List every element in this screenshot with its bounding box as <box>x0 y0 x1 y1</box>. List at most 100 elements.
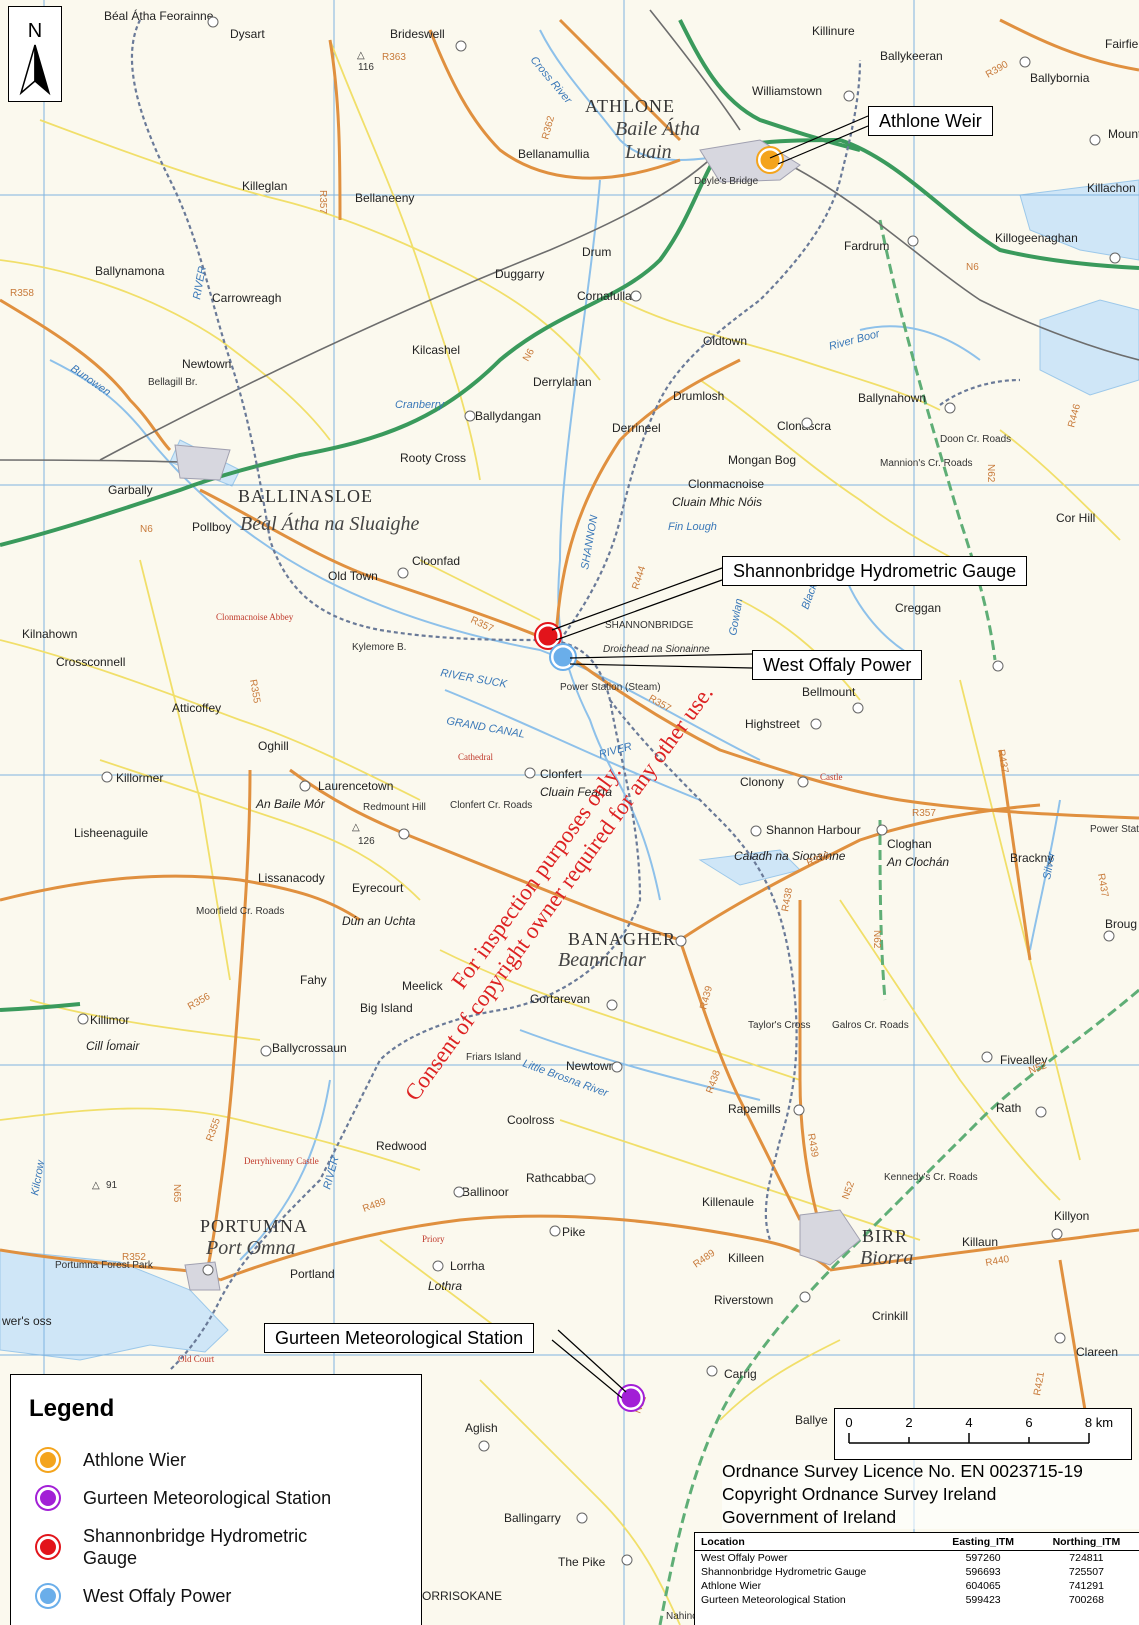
legend-item-shannonbridge: Shannonbridge Hydrometric Gauge <box>37 1525 343 1569</box>
callout-athlone-weir-label: Athlone Weir <box>879 111 982 131</box>
shannonbridge-gauge-marker[interactable] <box>535 623 561 649</box>
table-cell-northing: 700268 <box>1068 1594 1104 1606</box>
table-row: Gurteen Meteorological Station 599423 70… <box>695 1593 1139 1607</box>
place-power-station: Power Station (Steam) <box>560 682 661 693</box>
table-cell-easting: 597260 <box>965 1552 1001 1564</box>
place-derrineel: Derrineel <box>612 421 661 435</box>
national-roads <box>0 19 1139 1012</box>
place-shannonbridge: SHANNONBRIDGE <box>605 620 694 631</box>
place-moorfield: Moorfield Cr. Roads <box>196 906 284 917</box>
place-brackny: Brackny <box>1010 851 1053 865</box>
table-cell-easting: 604065 <box>965 1580 1001 1592</box>
place-friars-island: Friars Island <box>466 1052 521 1063</box>
place-portumna: PORTUMNA <box>200 1216 308 1236</box>
callout-leaders <box>551 115 869 1399</box>
callout-shannonbridge-gauge: Shannonbridge Hydrometric Gauge <box>722 556 1028 586</box>
place-duggarry: Duggarry <box>495 267 544 281</box>
place-lissanacody: Lissanacody <box>258 871 325 885</box>
legend-title: Legend <box>29 1395 115 1422</box>
spot-height-91-label: 91 <box>106 1180 118 1191</box>
table-header-easting: Easting_ITM <box>933 1533 1033 1551</box>
place-birr: BIRR <box>862 1226 908 1246</box>
settlement-markers <box>77 16 1121 1566</box>
spot-height-116-label: 116 <box>358 62 374 73</box>
place-garbally: Garbally <box>108 483 153 497</box>
place-athlone: ATHLONE <box>585 96 675 116</box>
road-label-n62: N62 <box>985 464 996 483</box>
place-kilcashel: Kilcashel <box>412 343 460 357</box>
place-clonmacnoise-abbey: Clonmacnoise Abbey <box>216 612 294 622</box>
place-drum: Drum <box>582 245 611 259</box>
place-beannchar: Beannchar <box>558 949 646 971</box>
place-riverstown: Riverstown <box>714 1293 773 1307</box>
place-newtown-s: Newtown <box>566 1059 615 1073</box>
place-cathedral: Cathedral <box>458 752 493 762</box>
road-label-n6-w: N6 <box>140 524 153 535</box>
legend-swatch-shannonbridge <box>37 1536 59 1558</box>
place-brideswell: Brideswell <box>390 27 445 41</box>
place-lorrha: Lorrha <box>450 1259 485 1273</box>
place-killaun: Killaun <box>962 1235 998 1249</box>
road-label-r437: R437 <box>995 749 1010 775</box>
place-oldtown: Oldtown <box>703 334 747 348</box>
athlone-weir-marker[interactable] <box>757 147 783 173</box>
place-ballydangan: Ballydangan <box>475 409 541 423</box>
place-creggan: Creggan <box>895 601 941 615</box>
road-label-r355: R355 <box>247 679 262 705</box>
table-cell-easting: 599423 <box>965 1594 1001 1606</box>
scale-bar-graphic: 0 2 4 6 8 km <box>845 1415 1113 1444</box>
place-eyrecourt: Eyrecourt <box>352 881 404 895</box>
callout-athlone-weir: Athlone Weir <box>868 106 993 136</box>
road-label-r437-b: R437 <box>1095 873 1110 899</box>
table-cell-northing: 724811 <box>1069 1552 1104 1564</box>
road-label-r352: R352 <box>122 1252 146 1263</box>
place-droichead: Droichead na Sionainne <box>603 644 710 655</box>
place-an-baile-mor: An Baile Mór <box>255 797 326 811</box>
place-killinure: Killinure <box>812 24 855 38</box>
gurteen-station-marker[interactable] <box>618 1385 644 1411</box>
place-pollboy: Pollboy <box>192 520 231 534</box>
road-label-n6-e: N6 <box>966 262 979 273</box>
place-atticoffey: Atticoffey <box>172 701 221 715</box>
place-gortarevan: Gortarevan <box>530 992 590 1006</box>
legend-swatch-west-offaly <box>37 1585 59 1607</box>
place-pike: Pike <box>562 1225 586 1239</box>
road-label-r440: R440 <box>985 1254 1011 1269</box>
place-ballycrossaun: Ballycrossaun <box>272 1041 347 1055</box>
table-header-location: Location <box>695 1533 934 1551</box>
place-cluain-fearta: Cluain Fearta <box>540 785 612 799</box>
callout-gurteen-station-label: Gurteen Meteorological Station <box>275 1328 524 1348</box>
place-kylemore: Kylemore B. <box>352 642 406 653</box>
west-offaly-power-marker[interactable] <box>550 644 576 670</box>
place-derryhivenny: Derryhivenny Castle <box>244 1156 319 1166</box>
place-nahinch: Nahinch <box>666 1611 703 1622</box>
table-cell-northing: 725507 <box>1068 1566 1104 1578</box>
scale-bar: 0 2 4 6 8 km <box>834 1408 1132 1460</box>
place-ballykeeran: Ballykeeran <box>880 49 943 63</box>
table-cell-easting: 596693 <box>965 1566 1001 1578</box>
table-row: Shannonbridge Hydrometric Gauge 596693 7… <box>695 1565 1139 1579</box>
place-rathcabban: Rathcabban <box>526 1171 591 1185</box>
place-clonfert: Clonfert <box>540 767 583 781</box>
place-mongan-bog: Mongan Bog <box>728 453 796 467</box>
place-cluain-mhic-nois: Cluain Mhic Nóis <box>672 495 762 509</box>
place-newtown-n: Newtown <box>182 357 231 371</box>
map-legend: Legend Athlone Wier Gurteen Meteorologic… <box>10 1374 422 1625</box>
road-label-r363: R363 <box>382 52 406 63</box>
place-crinkill: Crinkill <box>872 1309 908 1323</box>
place-cloonfad: Cloonfad <box>412 554 460 568</box>
licence-line-1: Ordnance Survey Licence No. EN 0023715-1… <box>722 1461 1083 1481</box>
place-rath: Rath <box>996 1101 1021 1115</box>
table-cell-location: West Offaly Power <box>701 1552 788 1564</box>
place-doon: Doon Cr. Roads <box>940 434 1011 445</box>
road-label-n62-b: N62 <box>871 930 882 949</box>
place-lothra: Lothra <box>428 1279 462 1293</box>
place-galros: Galros Cr. Roads <box>832 1020 909 1031</box>
place-towers-boss: wer's oss <box>1 1314 52 1328</box>
place-ballyegan: Ballye <box>795 1413 828 1427</box>
place-dun-an-uchta: Dún an Uchta <box>342 914 416 928</box>
place-castle: Castle <box>820 772 843 782</box>
place-lisheenaguile: Lisheenaguile <box>74 826 148 840</box>
